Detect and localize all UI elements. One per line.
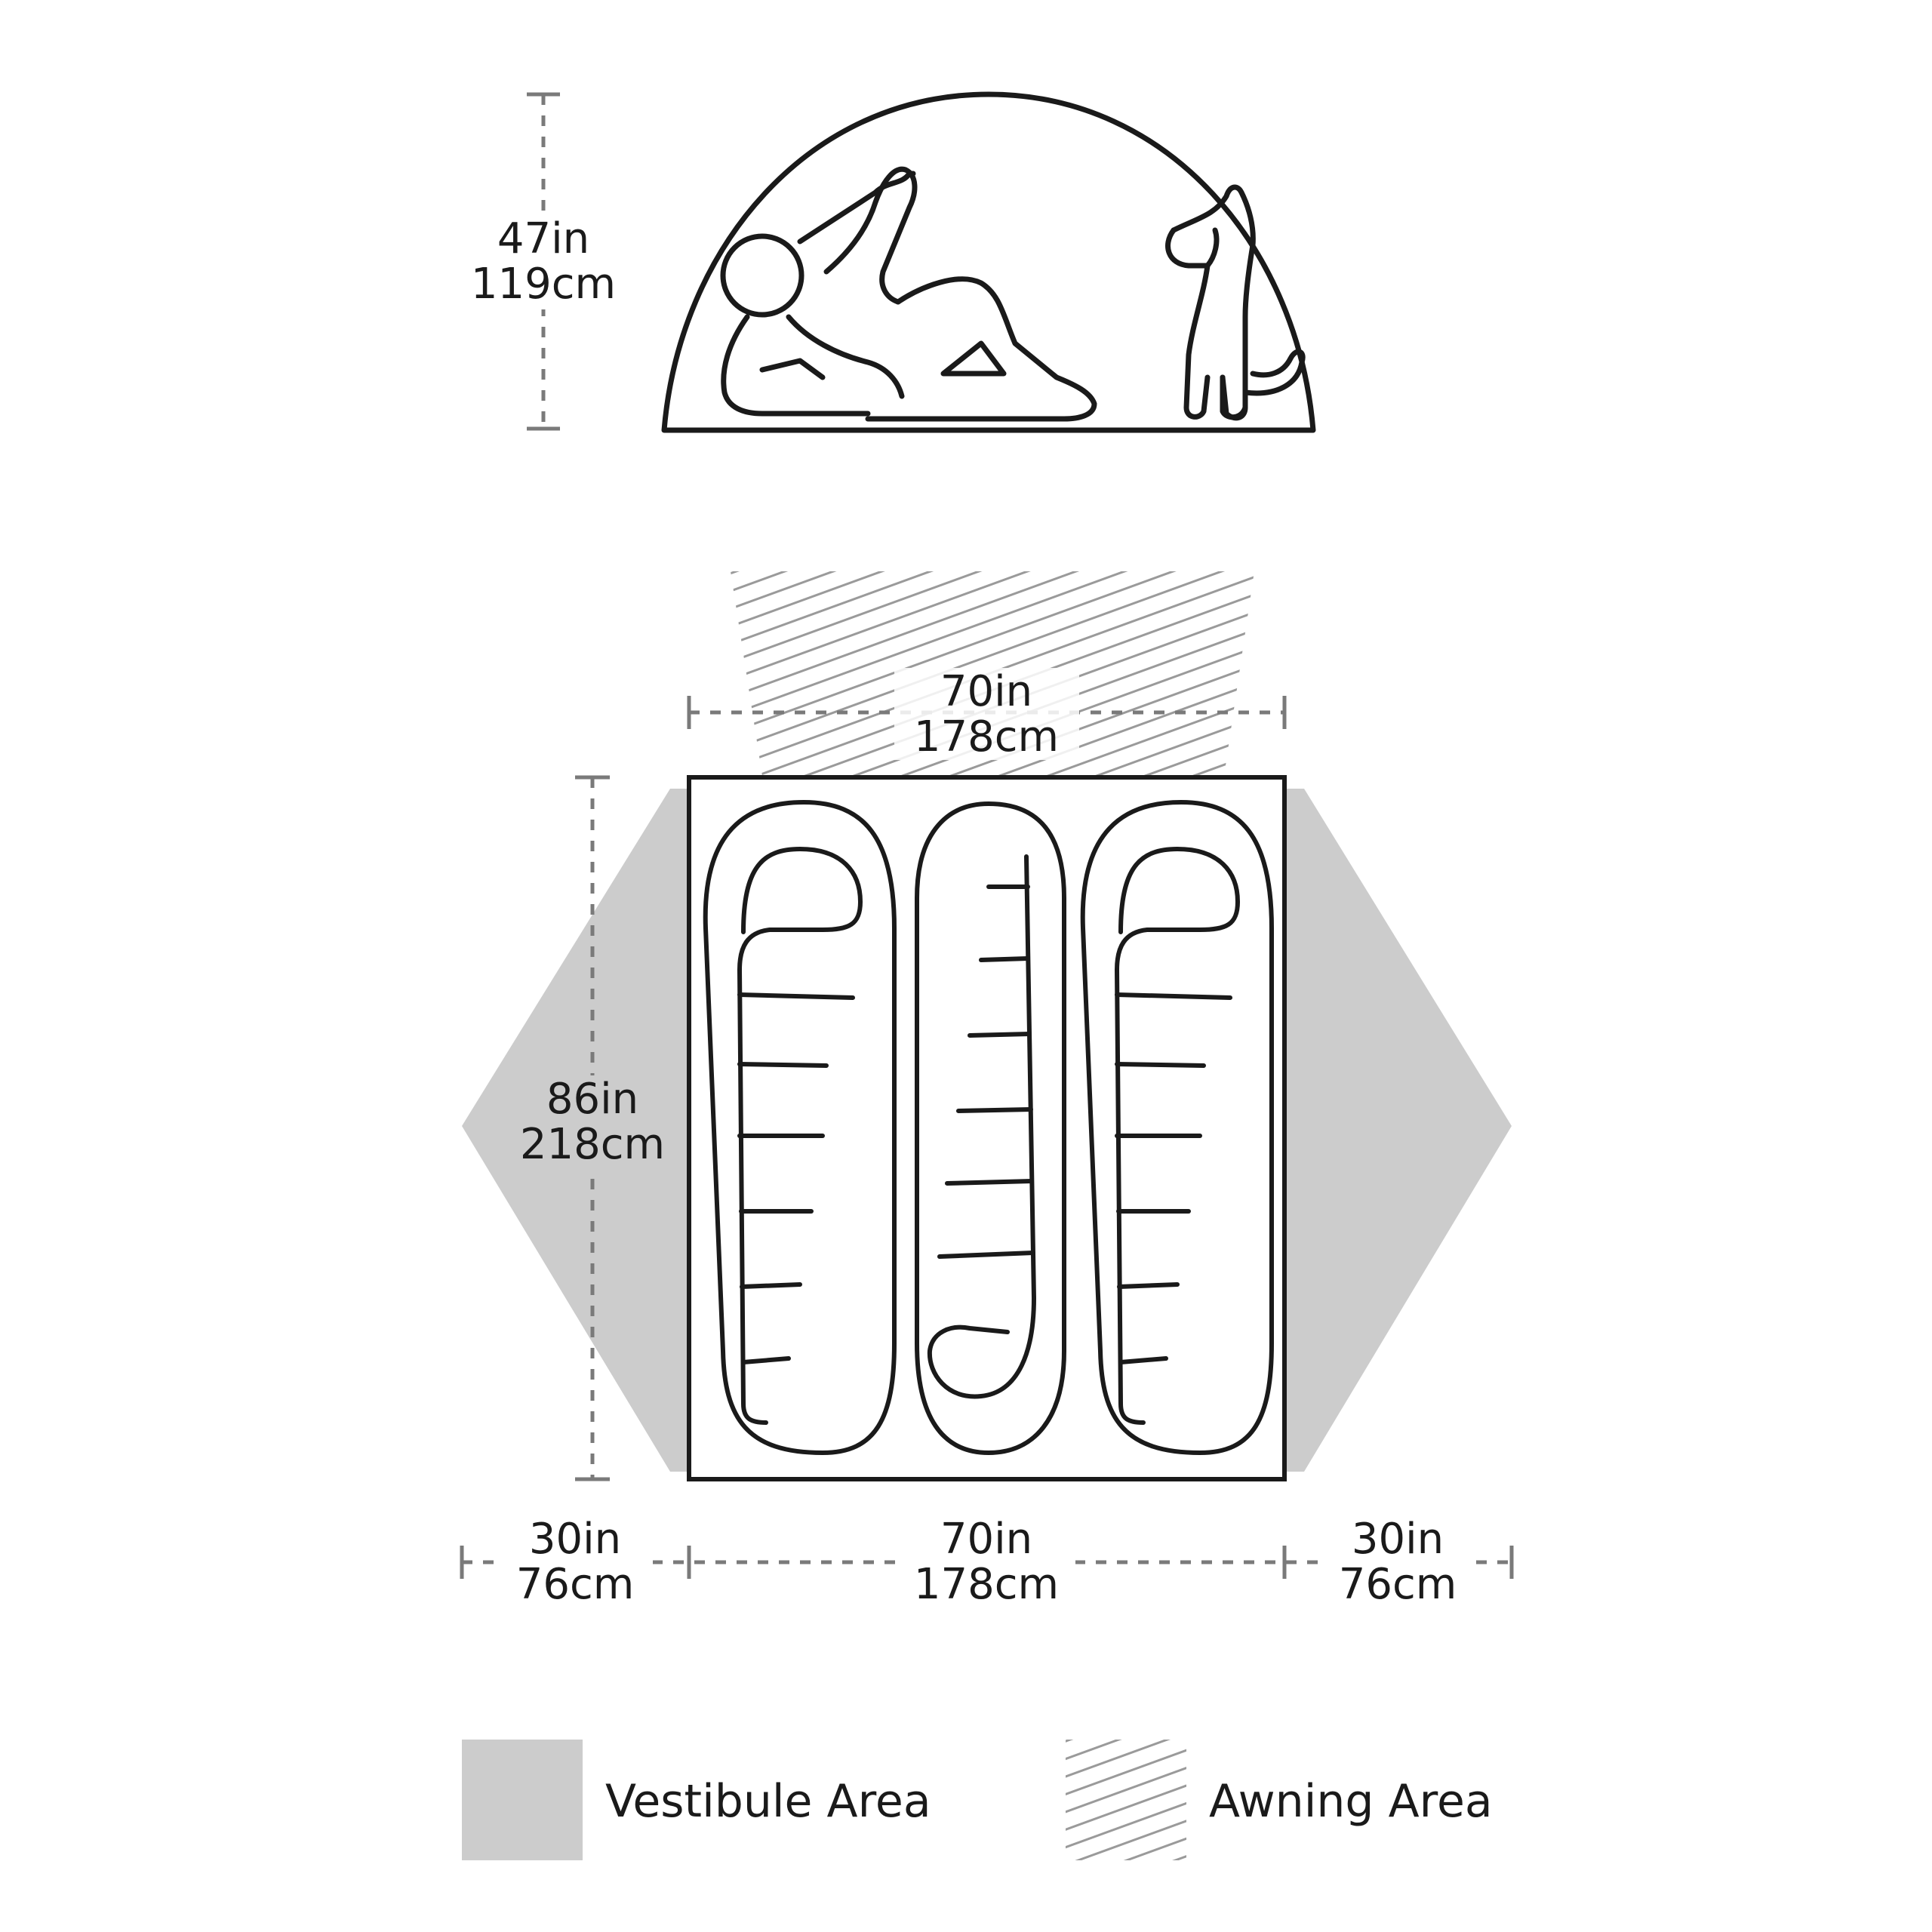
awning-width-cm-label: 178cm bbox=[914, 712, 1059, 761]
awning-legend-label: Awning Area bbox=[1209, 1775, 1493, 1828]
tent-floor-outline bbox=[687, 775, 1287, 1481]
length-inches-label: 86in bbox=[546, 1075, 638, 1124]
floor-width-cm-label: 178cm bbox=[914, 1560, 1059, 1609]
right-vestibule-cm-label: 76cm bbox=[1339, 1560, 1457, 1609]
legend: Vestibule Area Awning Area bbox=[462, 1740, 1493, 1860]
height-cm-label: 119cm bbox=[471, 260, 616, 309]
side-view: 47in 119cm bbox=[471, 91, 1316, 433]
sleeping-bag-center-icon bbox=[915, 801, 1066, 1455]
awning-legend-swatch bbox=[1066, 1740, 1186, 1860]
left-vestibule-inches-label: 30in bbox=[529, 1515, 621, 1564]
tent-dome-outline bbox=[661, 91, 1316, 433]
sleeping-bag-right-icon bbox=[1080, 800, 1274, 1455]
floor-plan: 70in 178cm 86in 218cm bbox=[460, 571, 1514, 1611]
vestibule-legend-label: Vestibule Area bbox=[605, 1775, 931, 1828]
vestibule-legend-swatch bbox=[462, 1740, 583, 1860]
awning-width-inches-label: 70in bbox=[940, 667, 1032, 716]
left-vestibule-cm-label: 76cm bbox=[516, 1560, 635, 1609]
dog-icon bbox=[1165, 184, 1306, 421]
right-vestibule-inches-label: 30in bbox=[1352, 1515, 1444, 1564]
length-dimension-line bbox=[575, 775, 610, 1481]
height-inches-label: 47in bbox=[497, 214, 589, 263]
floor-width-inches-label: 70in bbox=[940, 1515, 1032, 1564]
length-cm-label: 218cm bbox=[520, 1120, 665, 1169]
reclining-person-icon bbox=[720, 166, 1097, 422]
sleeping-bag-left-icon bbox=[703, 800, 897, 1455]
right-vestibule-area bbox=[1284, 789, 1512, 1472]
height-dimension-line bbox=[527, 92, 560, 431]
